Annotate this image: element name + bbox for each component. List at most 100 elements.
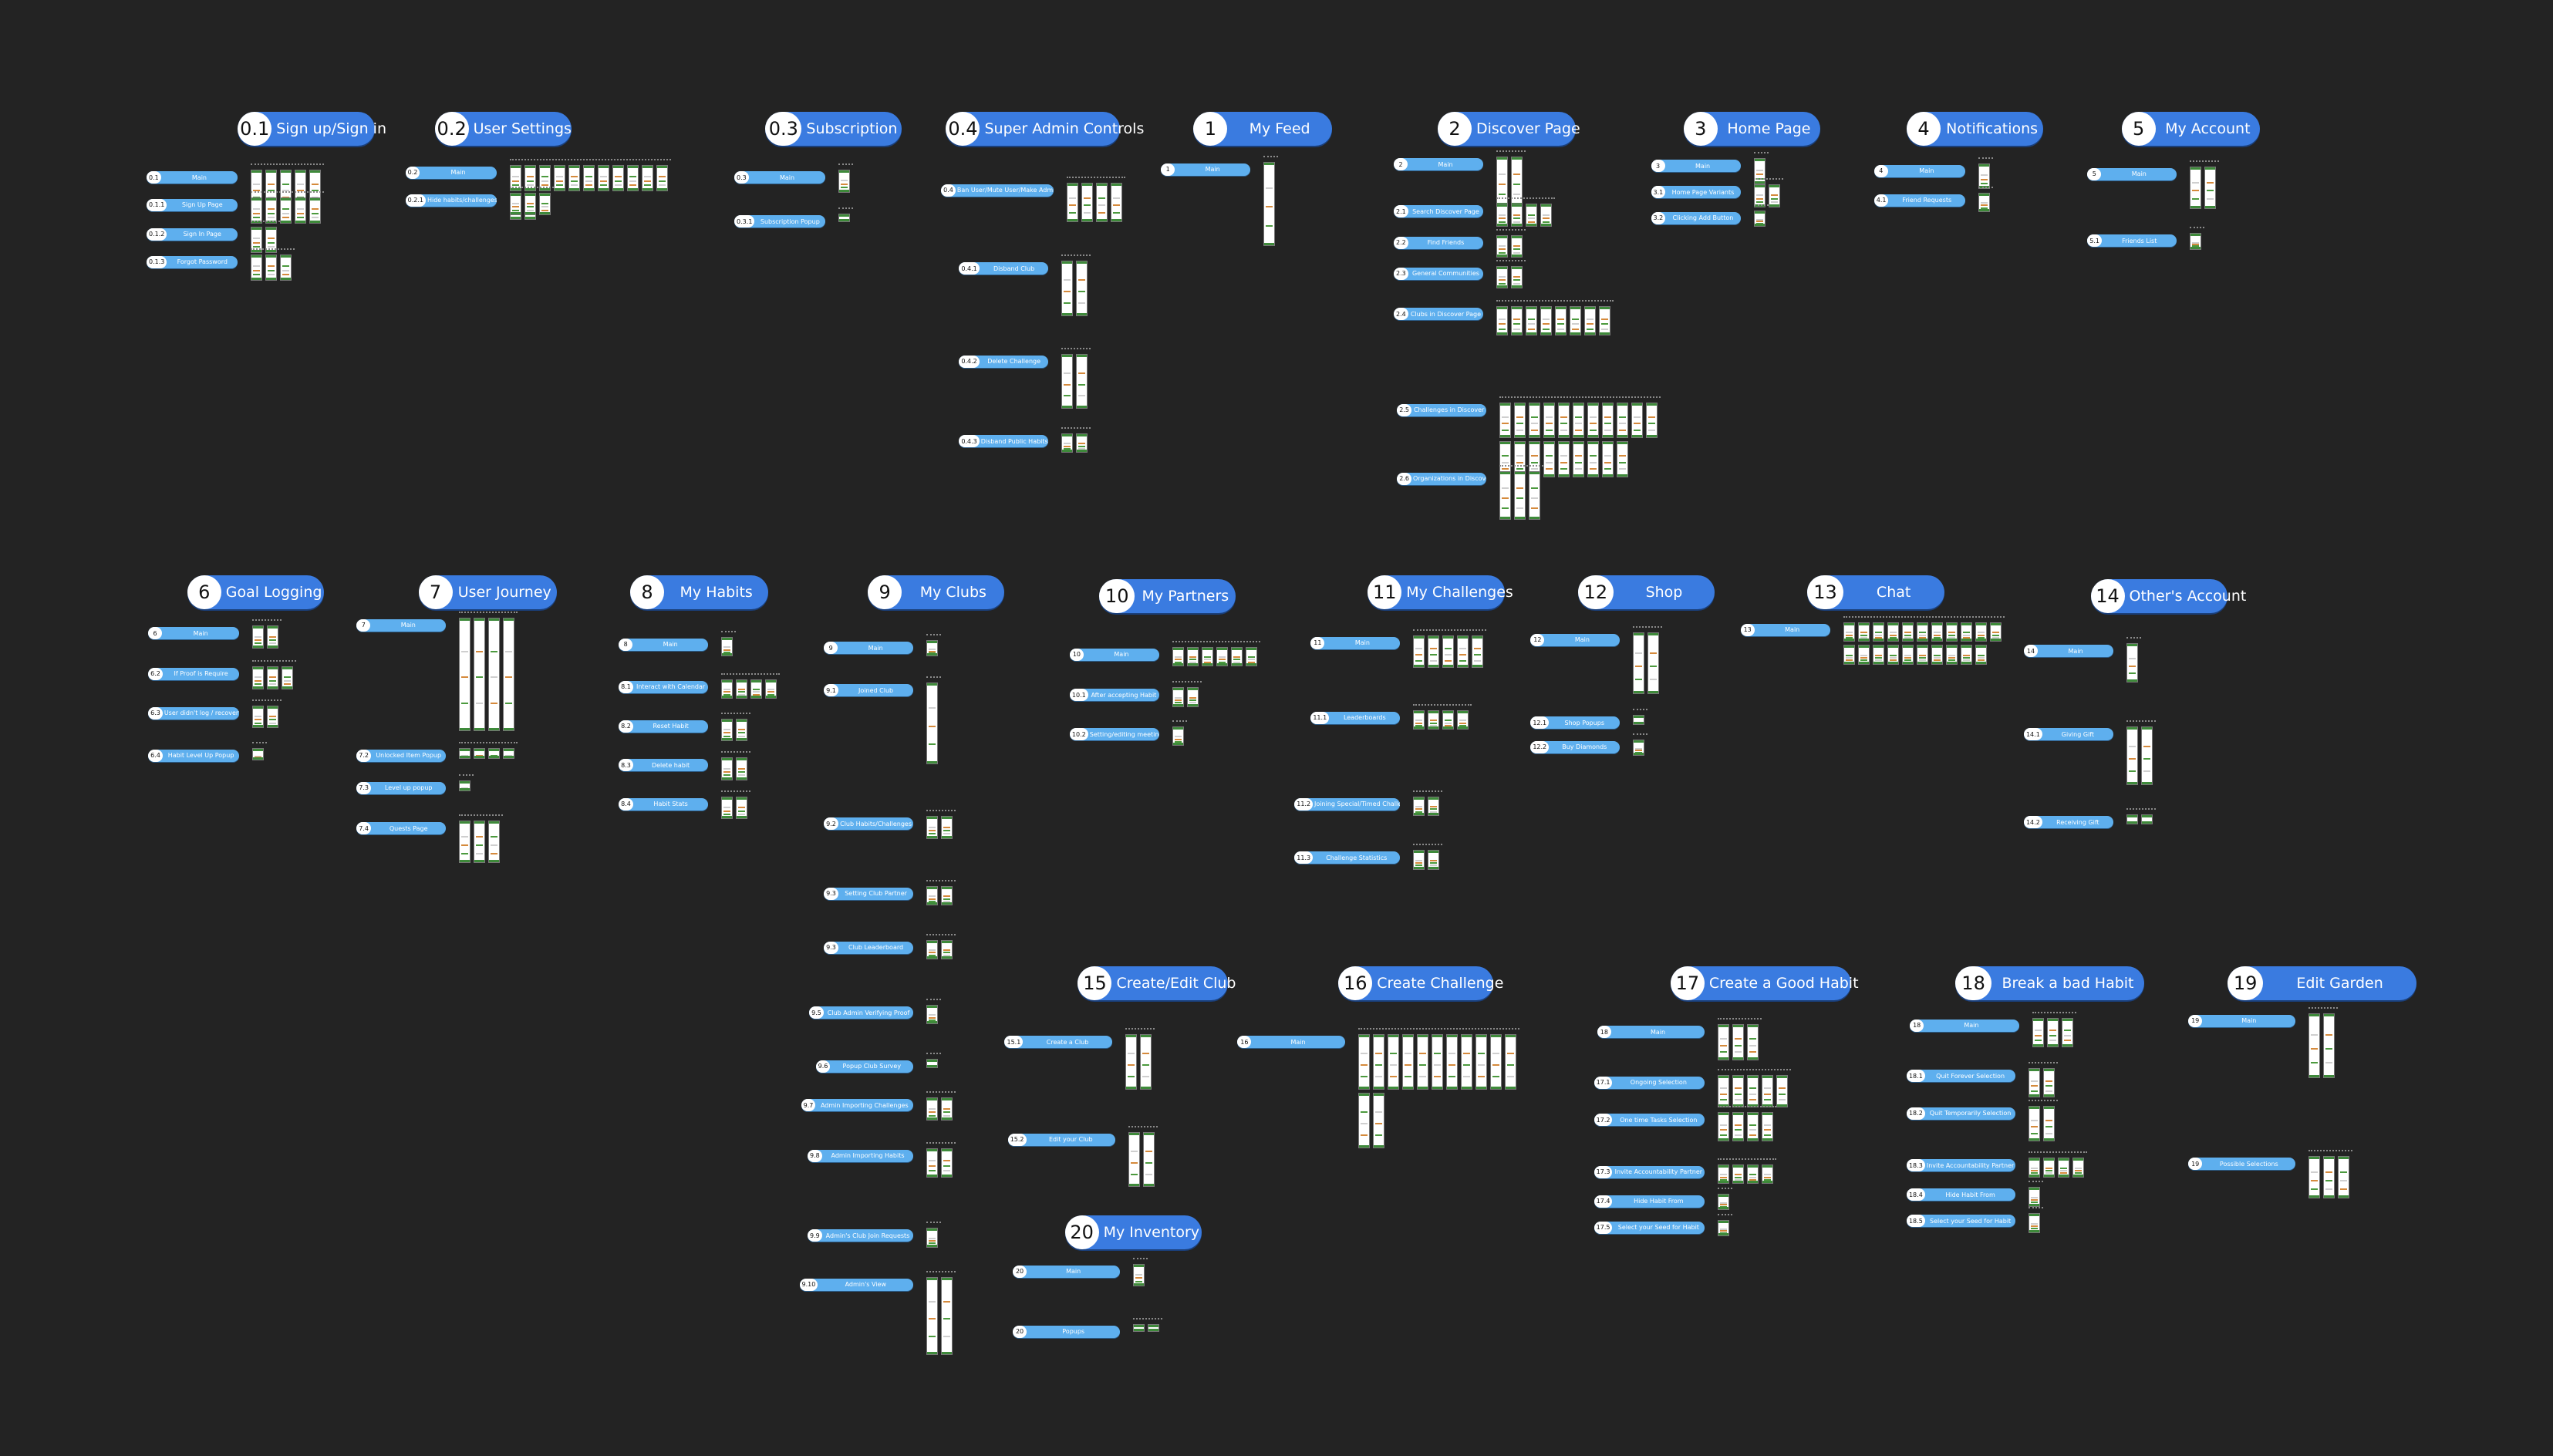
screen-thumbnail[interactable]: [1747, 1164, 1759, 1185]
screen-thumbnail[interactable]: [721, 636, 734, 657]
screen-thumbnail[interactable]: [941, 885, 953, 906]
screen-thumbnail[interactable]: [736, 718, 748, 742]
screen-thumbnail[interactable]: [1768, 184, 1780, 207]
screen-thumbnail[interactable]: [252, 666, 265, 689]
screen-thumbnail[interactable]: [280, 197, 292, 224]
screen-thumbnail[interactable]: [1978, 163, 1990, 190]
screen-thumbnail[interactable]: [1428, 850, 1440, 870]
screen-thumbnail[interactable]: [1732, 1024, 1745, 1060]
screen-thumbnail[interactable]: [926, 885, 939, 906]
screen-thumbnail[interactable]: [524, 192, 536, 216]
screen-thumbnail[interactable]: [265, 226, 278, 253]
screen-thumbnail[interactable]: [926, 640, 939, 657]
screen-thumbnail[interactable]: [1511, 234, 1523, 258]
screen-thumbnail[interactable]: [1445, 1034, 1458, 1090]
screen-thumbnail[interactable]: [2126, 643, 2138, 683]
screen-thumbnail[interactable]: [1372, 1092, 1384, 1148]
screen-thumbnail[interactable]: [1931, 622, 1943, 642]
screen-thumbnail[interactable]: [1186, 687, 1199, 707]
screen-thumbnail[interactable]: [1857, 622, 1870, 642]
screen-thumbnail[interactable]: [1076, 433, 1088, 453]
screen-thumbnail[interactable]: [1514, 441, 1526, 477]
screen-thumbnail[interactable]: [474, 617, 486, 732]
screen-thumbnail[interactable]: [736, 757, 748, 780]
screen-thumbnail[interactable]: [1263, 161, 1276, 247]
screen-thumbnail[interactable]: [1442, 635, 1455, 669]
screen-thumbnail[interactable]: [1511, 306, 1523, 336]
screen-thumbnail[interactable]: [568, 164, 580, 191]
screen-thumbnail[interactable]: [1066, 182, 1078, 222]
screen-thumbnail[interactable]: [1499, 441, 1512, 477]
screen-thumbnail[interactable]: [1428, 796, 1440, 817]
screen-thumbnail[interactable]: [1633, 715, 1645, 725]
screen-thumbnail[interactable]: [2032, 1017, 2044, 1047]
screen-thumbnail[interactable]: [2058, 1158, 2070, 1178]
screen-thumbnail[interactable]: [1762, 1112, 1774, 1142]
screen-thumbnail[interactable]: [1747, 1024, 1759, 1060]
screen-thumbnail[interactable]: [1401, 1034, 1414, 1090]
screen-thumbnail[interactable]: [2204, 166, 2217, 209]
screen-thumbnail[interactable]: [538, 192, 551, 216]
screen-thumbnail[interactable]: [1526, 204, 1537, 227]
screen-thumbnail[interactable]: [2061, 1017, 2073, 1047]
screen-thumbnail[interactable]: [721, 757, 734, 780]
screen-thumbnail[interactable]: [1931, 645, 1943, 665]
screen-thumbnail[interactable]: [267, 625, 279, 649]
screen-thumbnail[interactable]: [265, 197, 278, 224]
screen-thumbnail[interactable]: [1747, 1074, 1759, 1108]
screen-thumbnail[interactable]: [736, 679, 748, 699]
screen-thumbnail[interactable]: [926, 1005, 939, 1025]
screen-thumbnail[interactable]: [267, 666, 279, 689]
screen-thumbnail[interactable]: [1543, 441, 1556, 477]
screen-thumbnail[interactable]: [656, 164, 668, 191]
screen-thumbnail[interactable]: [1558, 441, 1570, 477]
screen-thumbnail[interactable]: [2308, 1156, 2321, 1199]
screen-thumbnail[interactable]: [1428, 709, 1440, 730]
screen-thumbnail[interactable]: [1514, 470, 1526, 520]
screen-thumbnail[interactable]: [1945, 622, 1958, 642]
screen-thumbnail[interactable]: [1887, 645, 1899, 665]
screen-thumbnail[interactable]: [509, 164, 521, 191]
screen-thumbnail[interactable]: [626, 164, 639, 191]
screen-thumbnail[interactable]: [251, 197, 263, 224]
screen-thumbnail[interactable]: [1496, 234, 1508, 258]
screen-thumbnail[interactable]: [1975, 622, 1987, 642]
screen-thumbnail[interactable]: [1110, 182, 1122, 222]
screen-thumbnail[interactable]: [1511, 157, 1523, 206]
screen-thumbnail[interactable]: [1843, 622, 1855, 642]
screen-thumbnail[interactable]: [926, 1276, 939, 1355]
screen-thumbnail[interactable]: [1230, 646, 1243, 666]
